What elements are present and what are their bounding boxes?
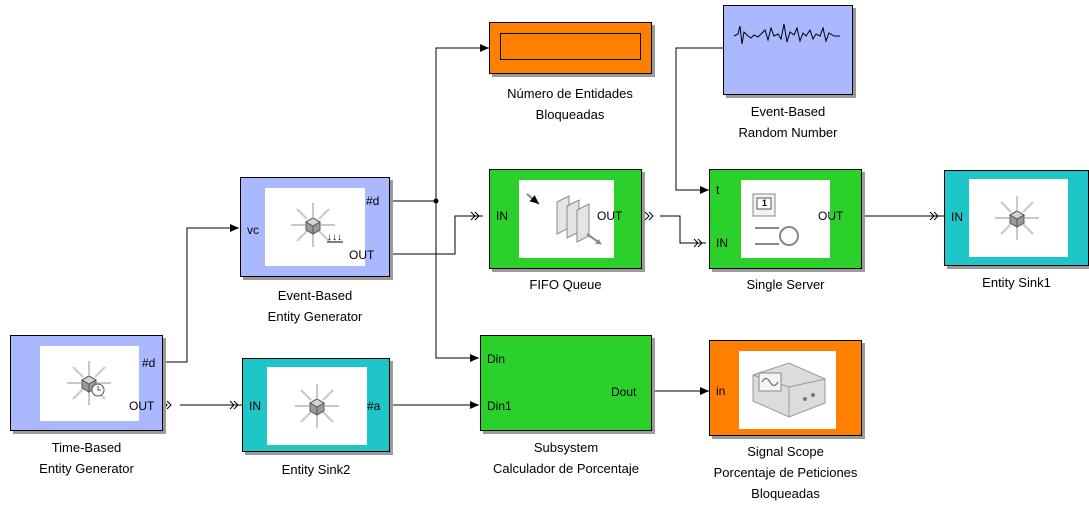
caption-line: Random Number — [738, 125, 838, 140]
caption-line: Single Server — [746, 277, 825, 292]
port-label-d: #d — [366, 194, 380, 208]
event-based-entity-generator-block[interactable]: ↓↓↓ vc #d OUT — [240, 177, 390, 277]
port-label-in: IN — [496, 209, 508, 223]
port-label-vc: vc — [247, 223, 259, 237]
port-label-in: IN — [716, 236, 728, 250]
caption-line: Signal Scope — [747, 444, 824, 459]
block-caption-fifo: FIFO Queue — [489, 274, 642, 295]
caption-line: FIFO Queue — [529, 277, 602, 292]
block-caption-scope: Signal Scope Porcentaje de Peticiones Bl… — [660, 441, 911, 504]
caption-line: Entity Generator — [39, 461, 134, 476]
port-label-out: OUT — [818, 209, 844, 223]
noise-signal-icon — [733, 23, 840, 45]
block-caption-subsystem: Subsystem Calculador de Porcentaje — [440, 437, 692, 479]
caption-line: Event-Based — [750, 104, 826, 119]
blocked-entities-display-block[interactable] — [489, 22, 652, 74]
block-icon-area — [969, 179, 1068, 257]
port-label-in: in — [716, 384, 726, 398]
subsystem-block[interactable]: Din Din1 Dout — [480, 335, 652, 431]
clock-entity-icon — [66, 360, 112, 406]
caption-line: Porcentaje de Peticiones — [713, 465, 858, 480]
server-icon — [752, 193, 799, 246]
port-label-a: #a — [367, 399, 381, 413]
port-label-dout: Dout — [611, 385, 637, 399]
caption-line: Calculador de Porcentaje — [493, 461, 639, 476]
signal-line-to-counter — [435, 44, 489, 201]
block-icon-area: 1 — [741, 180, 830, 258]
block-icon-area — [40, 346, 139, 421]
block-caption-sink2: Entity Sink2 — [242, 459, 390, 480]
block-caption-server: Single Server — [709, 274, 862, 295]
caption-line: Número de Entidades — [507, 86, 633, 101]
queue-icon — [526, 193, 602, 245]
block-icon-area — [519, 180, 614, 258]
port-label-t: t — [716, 183, 720, 197]
entity-sink-icon — [994, 195, 1040, 241]
block-caption-event-gen: Event-Based Entity Generator — [240, 285, 390, 327]
caption-line: Subsystem — [533, 440, 599, 455]
fifo-queue-block[interactable]: IN OUT — [489, 169, 642, 269]
entity-sink1-block[interactable]: IN — [944, 170, 1089, 266]
port-label-in: IN — [951, 210, 963, 224]
port-label-din1: Din1 — [487, 399, 512, 413]
port-label-out: OUT — [129, 399, 155, 413]
entity-sink-icon — [294, 383, 340, 429]
block-icon-area — [739, 351, 836, 429]
block-icon-area — [267, 367, 367, 445]
entity-line-fifo-to-server — [660, 215, 706, 244]
block-icon-area: ↓↓↓ — [265, 188, 365, 266]
caption-line: Bloqueadas — [535, 107, 605, 122]
block-caption-counter: Número de Entidades Bloqueadas — [460, 83, 680, 125]
display-window — [500, 33, 641, 60]
connections — [163, 44, 944, 409]
entity-sink2-block[interactable]: IN #a — [242, 358, 390, 452]
time-based-entity-generator-block[interactable]: #d OUT — [10, 335, 163, 431]
entity-generator-icon: ↓↓↓ — [290, 202, 343, 248]
port-label-in: IN — [249, 399, 261, 413]
signal-line-timegen-to-eventgen — [163, 224, 239, 363]
port-label-din: Din — [487, 352, 506, 366]
svg-text:↓↓↓: ↓↓↓ — [327, 232, 342, 243]
signal-line-to-subsystem-din — [435, 201, 479, 362]
port-label-out: OUT — [597, 209, 623, 223]
signal-scope-block[interactable]: in — [709, 340, 862, 436]
entity-line-eventgen-to-fifo — [380, 215, 483, 255]
caption-line: Event-Based — [277, 288, 353, 303]
caption-line: Time-Based — [51, 440, 122, 455]
block-caption-sink1: Entity Sink1 — [944, 272, 1089, 293]
caption-line: Entity Sink2 — [281, 462, 351, 477]
caption-line: Entity Sink1 — [982, 275, 1051, 290]
scope-icon — [752, 362, 826, 418]
caption-line: Bloqueadas — [751, 486, 820, 501]
caption-line: Entity Generator — [267, 309, 363, 324]
port-label-d: #d — [142, 356, 156, 370]
signal-line-random-to-server — [675, 47, 723, 194]
branch-point — [433, 198, 439, 204]
block-caption-random: Event-Based Random Number — [723, 101, 853, 143]
single-server-block[interactable]: 1 t IN OUT — [709, 169, 862, 269]
server-counter-label: 1 — [762, 198, 768, 208]
event-based-random-number-block[interactable] — [723, 5, 853, 95]
block-caption-time-gen: Time-Based Entity Generator — [10, 437, 163, 479]
port-label-out: OUT — [349, 248, 375, 262]
